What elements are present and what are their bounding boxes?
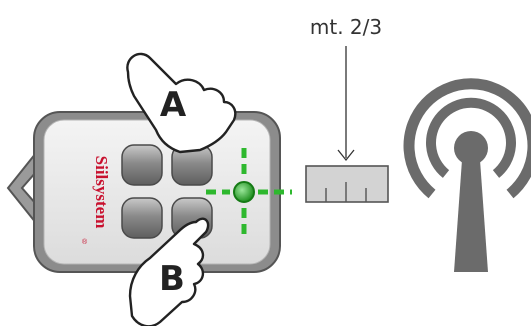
signal-led [233, 181, 255, 203]
distance-label: mt. 2/3 [310, 15, 382, 39]
pointing-hand-icon: A [126, 52, 237, 154]
ruler-icon [305, 165, 389, 203]
brand-registered-mark: ® [82, 238, 88, 246]
antenna-icon [403, 78, 531, 272]
brand-logo: Siilsystem [92, 156, 111, 229]
hand-b-outline [128, 217, 210, 326]
antenna-head [454, 131, 488, 165]
remote-button-bottom-left[interactable] [121, 197, 163, 239]
button-b-label: B [159, 259, 185, 299]
antenna-wave-inner [426, 97, 516, 178]
antenna-mast [454, 160, 488, 272]
distance-arrow [337, 46, 355, 162]
remote-button-top-left[interactable] [121, 144, 163, 186]
button-a-label: A [160, 85, 187, 125]
signal-led-icon [206, 148, 292, 236]
brand-name: Siilsystem [92, 156, 111, 229]
hand-a-outline [126, 52, 237, 154]
antenna-wave-outer [403, 78, 531, 199]
ruler-body [305, 165, 389, 203]
pointing-hand-icon: B [128, 217, 210, 326]
remote-control: Siilsystem ® [6, 111, 281, 273]
